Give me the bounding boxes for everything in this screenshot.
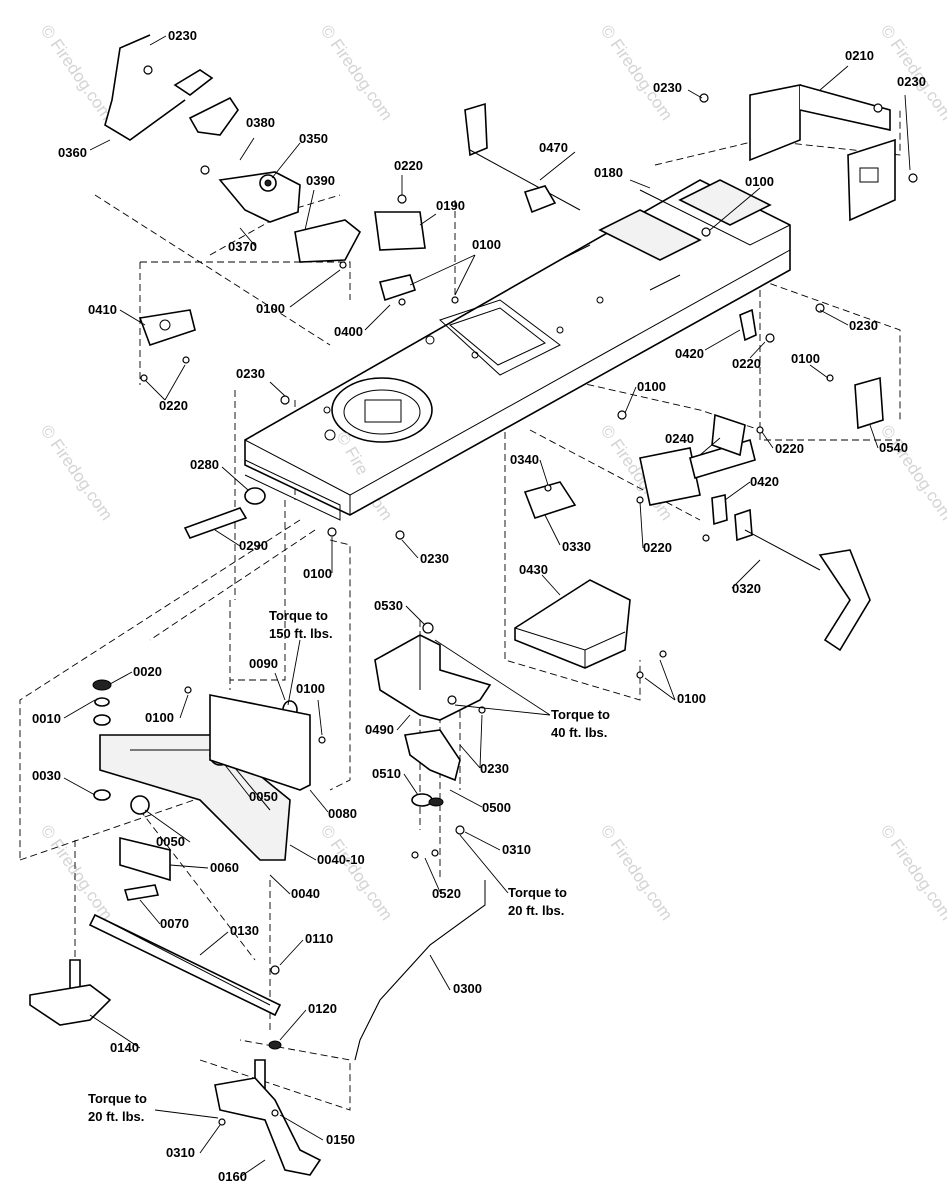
torque-note-n150a: Torque to [269, 608, 328, 623]
callout-c0290: 0290 [239, 538, 268, 553]
torque-notes: Torque to 150 ft. lbs. Torque to 40 ft. lbs… [88, 608, 610, 1124]
callout-c0070: 0070 [160, 916, 189, 931]
callout-c0240: 0240 [665, 431, 694, 446]
watermark-text: © Firedog.com [317, 821, 397, 923]
watermark-text: © Firedog.com [37, 821, 117, 923]
callout-c0500: 0500 [482, 800, 511, 815]
callout-c0510: 0510 [372, 766, 401, 781]
callout-c0100e: 0100 [637, 379, 666, 394]
callout-c0380: 0380 [246, 115, 275, 130]
callout-c0410: 0410 [88, 302, 117, 317]
callout-c0280: 0280 [190, 457, 219, 472]
callout-c0390: 0390 [306, 173, 335, 188]
parts-steering [354, 622, 492, 1061]
callout-c0100g: 0100 [677, 691, 706, 706]
callout-c0540: 0540 [879, 440, 908, 455]
callout-c0370: 0370 [228, 239, 257, 254]
callout-c0040: 0040 [291, 886, 320, 901]
callout-c0130: 0130 [230, 923, 259, 938]
callout-c0160: 0160 [218, 1169, 247, 1184]
callout-c0310a: 0310 [502, 842, 531, 857]
callout-c0330: 0330 [562, 539, 591, 554]
callout-c0530: 0530 [374, 598, 403, 613]
callout-c0150: 0150 [326, 1132, 355, 1147]
callout-c0080: 0080 [328, 806, 357, 821]
callout-c0340: 0340 [510, 452, 539, 467]
callout-c0230b: 0230 [653, 80, 682, 95]
callout-c0520: 0520 [432, 886, 461, 901]
callout-c0220c: 0220 [732, 356, 761, 371]
callout-c0140: 0140 [110, 1040, 139, 1055]
callout-c0220b: 0220 [159, 398, 188, 413]
callout-c0110: 0110 [305, 931, 333, 946]
callout-c0180: 0180 [594, 165, 623, 180]
callout-c0350: 0350 [299, 131, 328, 146]
callout-c0490: 0490 [365, 722, 394, 737]
callout-c0400: 0400 [334, 324, 363, 339]
torque-note-n20a: Torque to [508, 885, 567, 900]
callout-c0020: 0020 [133, 664, 162, 679]
callout-c0120: 0120 [308, 1001, 337, 1016]
callout-c0220a: 0220 [394, 158, 423, 173]
callout-c0230g: 0230 [480, 761, 509, 776]
callout-c0050a: 0050 [249, 789, 278, 804]
callout-c0060: 0060 [210, 860, 239, 875]
callout-c0210: 0210 [845, 48, 874, 63]
callout-c0360: 0360 [58, 145, 87, 160]
callout-c0030: 0030 [32, 768, 61, 783]
parts-front-axle [29, 487, 405, 1176]
callout-c0190: 0190 [436, 198, 465, 213]
leader-lines [63, 35, 911, 1178]
callout-c0100h: 0100 [296, 681, 325, 696]
callout-c0230e: 0230 [236, 366, 265, 381]
callout-c0300: 0300 [453, 981, 482, 996]
assembly-dashed-lines [19, 110, 901, 1111]
callout-c0320: 0320 [732, 581, 761, 596]
watermark-text: © Firedog.com [597, 821, 677, 923]
callout-c0010: 0010 [32, 711, 61, 726]
callout-labels: 0230 0360 0380 0350 0220 0390 0190 0370 0100 0100… [32, 28, 926, 1184]
callout-c0420a: 0420 [675, 346, 704, 361]
parts-upper-right [464, 84, 918, 679]
callout-c0040-10: 0040-10 [317, 852, 365, 867]
torque-note-n20d: 20 ft. lbs. [88, 1109, 144, 1124]
main-frame: © Fire [244, 179, 791, 521]
callout-c0220e: 0220 [643, 540, 672, 555]
callout-c0100f: 0100 [303, 566, 332, 581]
watermark-text: © Firedog.com [37, 421, 117, 523]
callout-c0100a: 0100 [472, 237, 501, 252]
callout-c0230a: 0230 [168, 28, 197, 43]
callout-c0230d: 0230 [849, 318, 878, 333]
callout-c0100b: 0100 [256, 301, 285, 316]
callout-c0230f: 0230 [420, 551, 449, 566]
callout-c0420b: 0420 [750, 474, 779, 489]
parts-upper-left [104, 34, 459, 405]
callout-c0100c: 0100 [745, 174, 774, 189]
watermark-text: © Firedog.com [597, 21, 677, 123]
watermark-text: © Firedog.com [877, 821, 947, 923]
callout-c0100d: 0100 [791, 351, 820, 366]
torque-note-n150b: 150 ft. lbs. [269, 626, 333, 641]
callout-c0050b: 0050 [156, 834, 185, 849]
callout-c0090: 0090 [249, 656, 278, 671]
callout-c0470: 0470 [539, 140, 568, 155]
callout-c0430: 0430 [519, 562, 548, 577]
callout-c0310b: 0310 [166, 1145, 195, 1160]
watermark-text: © Firedog.com [877, 421, 947, 523]
callout-c0100i: 0100 [145, 710, 174, 725]
watermark-text: © Firedog.com [317, 21, 397, 123]
callout-c0230c: 0230 [897, 74, 926, 89]
torque-note-n20c: Torque to [88, 1091, 147, 1106]
torque-note-n20b: 20 ft. lbs. [508, 903, 564, 918]
torque-note-n40b: 40 ft. lbs. [551, 725, 607, 740]
watermark-text: © Firedog.com [37, 21, 117, 123]
callout-c0220d: 0220 [775, 441, 804, 456]
torque-note-n40a: Torque to [551, 707, 610, 722]
